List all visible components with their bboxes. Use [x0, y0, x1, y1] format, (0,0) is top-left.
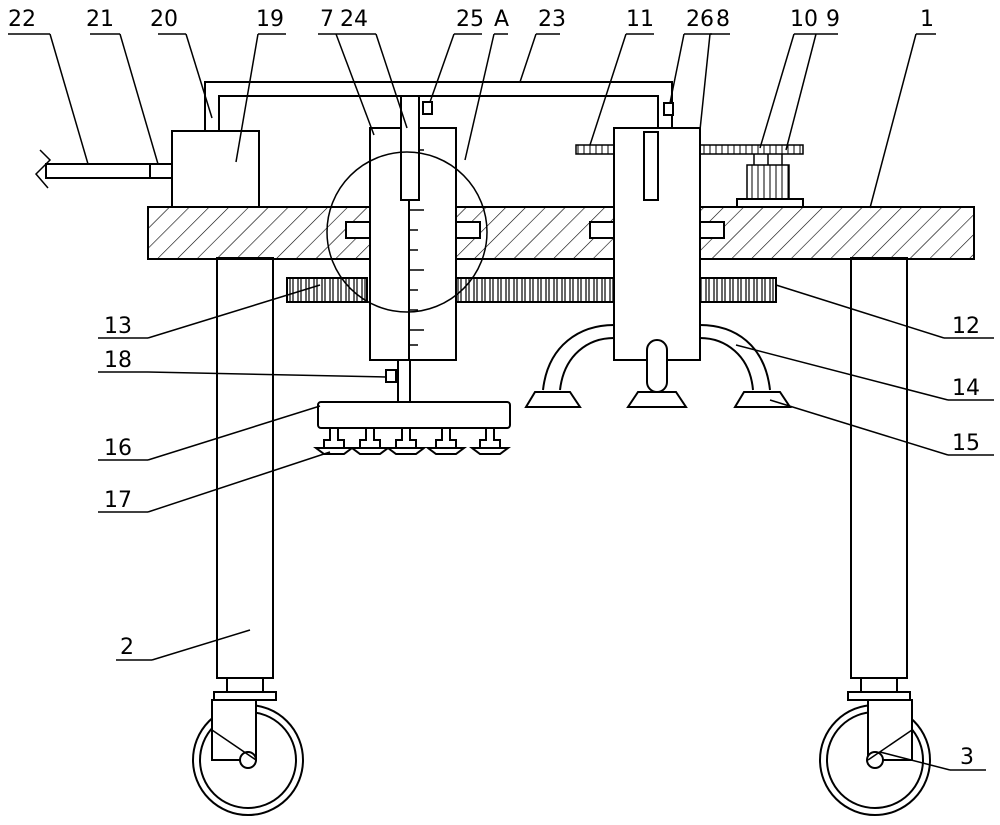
- pump-box: [171, 130, 260, 208]
- pipe-21: [149, 163, 173, 179]
- rack-center: [452, 277, 616, 303]
- label-11: 11: [626, 7, 654, 32]
- label-17: 17: [104, 488, 132, 513]
- label-8: 8: [716, 7, 730, 32]
- label-26: 26: [686, 7, 714, 32]
- motor-shafts: [753, 154, 783, 165]
- label-15: 15: [952, 431, 980, 456]
- stem: [397, 359, 411, 403]
- label-20: 20: [150, 7, 178, 32]
- foot-15-left: [524, 391, 582, 408]
- sleeve-right-b: [699, 221, 725, 239]
- foot-15-right: [733, 391, 792, 408]
- right-caster: [819, 677, 931, 816]
- label-21: 21: [86, 7, 114, 32]
- label-25: 25: [456, 7, 484, 32]
- label-24: 24: [340, 7, 368, 32]
- arc-14-left: [542, 324, 615, 391]
- gear-10: [699, 144, 804, 155]
- rod-24: [400, 95, 420, 201]
- sleeve-left-a: [345, 221, 371, 239]
- break-mark: [34, 149, 52, 189]
- valve-18: [385, 369, 397, 383]
- label-a: A: [494, 7, 509, 32]
- label-14: 14: [952, 376, 980, 401]
- pipe-22: [45, 163, 151, 179]
- nozzles-17: [313, 427, 511, 455]
- label-9: 9: [826, 7, 840, 32]
- table-plate: [147, 206, 975, 260]
- label-12: 12: [952, 314, 980, 339]
- arc-14-right-inner: [699, 337, 754, 391]
- rack-12: [699, 277, 777, 303]
- motor-9: [746, 164, 790, 200]
- motor-base: [736, 198, 804, 208]
- label-7: 7: [320, 7, 334, 32]
- arc-14-right: [699, 324, 771, 391]
- label-23: 23: [538, 7, 566, 32]
- rod-in-8: [643, 131, 659, 201]
- label-1: 1: [920, 7, 934, 32]
- label-16: 16: [104, 436, 132, 461]
- left-leg: [216, 257, 274, 679]
- nozzle-bar-16: [317, 401, 511, 429]
- rack-13: [286, 277, 368, 303]
- gear-11: [575, 144, 615, 155]
- tube-23-inner: [218, 95, 659, 132]
- label-13: 13: [104, 314, 132, 339]
- arc-14-left-inner: [559, 337, 615, 391]
- center-post: [646, 339, 668, 393]
- sleeve-left-b: [455, 221, 481, 239]
- foot-center: [626, 391, 688, 408]
- label-18: 18: [104, 348, 132, 373]
- sensor-26: [663, 102, 674, 116]
- leader-lines: [8, 33, 994, 771]
- cylinder-8: [613, 127, 701, 361]
- label-2: 2: [120, 635, 134, 660]
- label-10: 10: [790, 7, 818, 32]
- sensor-25: [422, 101, 433, 115]
- sleeve-right-a: [589, 221, 615, 239]
- label-3: 3: [960, 745, 974, 770]
- left-caster: [192, 677, 304, 816]
- label-19: 19: [256, 7, 284, 32]
- detail-circle-a: [326, 151, 488, 313]
- label-22: 22: [8, 7, 36, 32]
- right-leg: [850, 257, 908, 679]
